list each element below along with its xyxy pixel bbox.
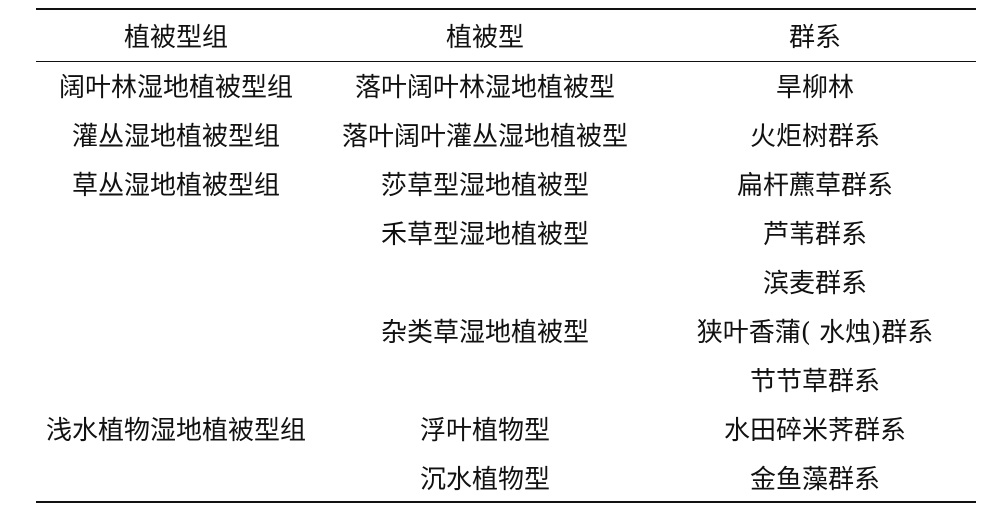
cell-formation: 节节草群系 xyxy=(749,367,880,397)
cell-type-group xyxy=(36,355,316,404)
cell-type: 落叶阔叶灌丛湿地植被型 xyxy=(341,122,628,152)
table-row: 节节草群系 xyxy=(36,355,976,404)
cell-formation: 芦苇群系 xyxy=(762,220,867,250)
cell-type-group xyxy=(36,453,316,503)
cell-type-group: 灌丛湿地植被型组 xyxy=(71,122,280,152)
table-row: 滨麦群系 xyxy=(36,257,976,306)
cell-type-group: 阔叶林湿地植被型组 xyxy=(58,73,293,104)
cell-type xyxy=(316,257,654,306)
cell-formation: 金鱼藻群系 xyxy=(654,453,976,503)
header-formation: 群系 xyxy=(654,8,976,62)
cell-type-group: 浅水植物湿地植被型组 xyxy=(45,416,306,446)
vegetation-classification-table: 植被型组 植被型 群系 阔叶林湿地植被型组 落叶阔叶林湿地植被型 旱柳林 灌丛湿… xyxy=(36,8,976,503)
cell-formation: 滨麦群系 xyxy=(762,269,867,299)
header-vegetation-type-group: 植被型组 xyxy=(36,8,316,62)
cell-type-group xyxy=(36,306,316,355)
cell-type: 落叶阔叶林湿地植被型 xyxy=(354,73,615,104)
cell-formation: 扁杆藨草群系 xyxy=(736,171,893,201)
table-body: 阔叶林湿地植被型组 落叶阔叶林湿地植被型 旱柳林 灌丛湿地植被型组 落叶阔叶灌丛… xyxy=(36,61,976,503)
table-row: 杂类草湿地植被型 狭叶香蒲( 水烛)群系 xyxy=(36,306,976,355)
table-row: 禾草型湿地植被型 芦苇群系 xyxy=(36,208,976,257)
cell-type: 杂类草湿地植被型 xyxy=(380,318,589,348)
table-row: 浅水植物湿地植被型组 浮叶植物型 水田碎米荠群系 xyxy=(36,404,976,453)
header-vegetation-type: 植被型 xyxy=(316,8,654,62)
cell-type: 莎草型湿地植被型 xyxy=(380,171,589,201)
cell-type-group xyxy=(36,257,316,306)
cell-type-group xyxy=(36,208,316,257)
cell-type: 浮叶植物型 xyxy=(419,416,550,446)
table-row: 沉水植物型 金鱼藻群系 xyxy=(36,453,976,503)
cell-formation: 水田碎米荠群系 xyxy=(723,416,906,446)
cell-formation: 旱柳林 xyxy=(775,73,854,104)
vegetation-classification-table-container: 植被型组 植被型 群系 阔叶林湿地植被型组 落叶阔叶林湿地植被型 旱柳林 灌丛湿… xyxy=(36,8,976,503)
cell-type: 禾草型湿地植被型 xyxy=(380,220,589,250)
cell-type-group: 草丛湿地植被型组 xyxy=(71,171,280,201)
table-header: 植被型组 植被型 群系 xyxy=(36,8,976,62)
table-row: 草丛湿地植被型组 莎草型湿地植被型 扁杆藨草群系 xyxy=(36,159,976,208)
cell-formation: 火炬树群系 xyxy=(749,122,880,152)
table-row: 阔叶林湿地植被型组 落叶阔叶林湿地植被型 旱柳林 xyxy=(36,61,976,110)
cell-type: 沉水植物型 xyxy=(316,453,654,503)
cell-formation: 狭叶香蒲( 水烛)群系 xyxy=(696,318,934,348)
cell-type xyxy=(316,355,654,404)
table-row: 灌丛湿地植被型组 落叶阔叶灌丛湿地植被型 火炬树群系 xyxy=(36,110,976,159)
header-row: 植被型组 植被型 群系 xyxy=(36,8,976,62)
